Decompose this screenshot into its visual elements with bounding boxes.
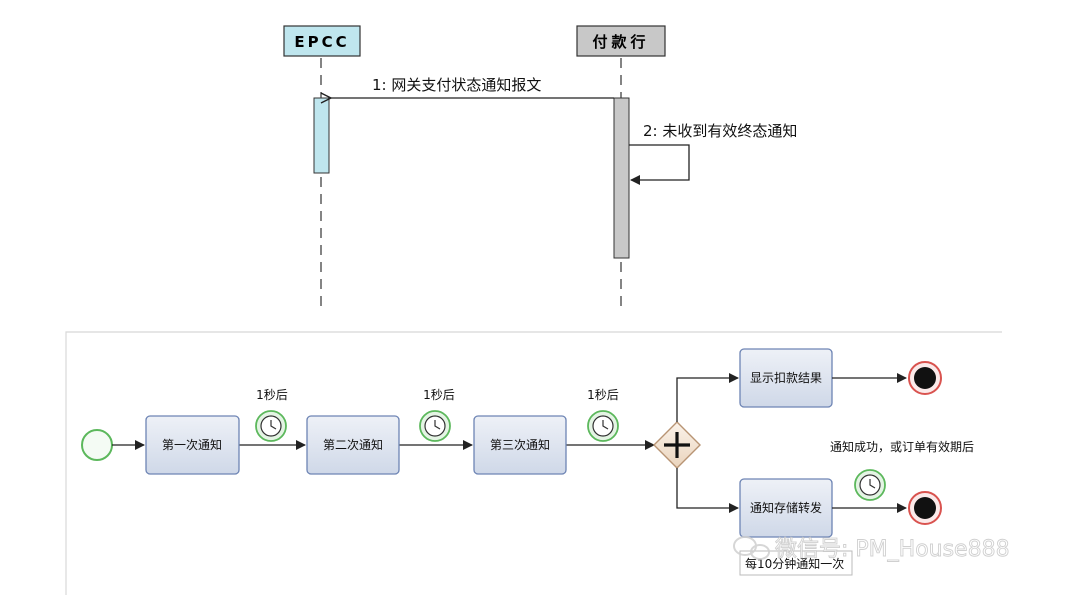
participant-epcc-label: EPCC xyxy=(294,33,349,51)
flow-gateway-to-result xyxy=(676,373,739,422)
timer-1: 1秒后 xyxy=(255,388,288,442)
epcc-activation-bar xyxy=(313,97,330,174)
task-store-forward: 通知存储转发 xyxy=(739,478,833,538)
flow-gateway-to-store xyxy=(676,468,739,513)
timer-3-label: 1秒后 xyxy=(587,388,619,402)
task-first-notify: 第一次通知 xyxy=(145,415,240,475)
task-second-notify-label: 第二次通知 xyxy=(323,438,383,452)
task-third-notify-label: 第三次通知 xyxy=(490,438,550,452)
plus-icon xyxy=(664,432,690,458)
task-store-forward-label: 通知存储转发 xyxy=(750,500,822,515)
parallel-gateway xyxy=(653,421,701,469)
wechat-icon xyxy=(733,536,770,560)
end-event-2 xyxy=(908,491,942,525)
timer-2-label: 1秒后 xyxy=(423,388,455,402)
participant-bank: 付款行 xyxy=(576,25,666,57)
task-second-notify: 第二次通知 xyxy=(306,415,400,475)
task-show-result: 显示扣款结果 xyxy=(739,348,833,408)
process-diagram: 第一次通知 第二次通知 第三次通知 1秒后 1秒后 1秒后 xyxy=(65,331,1010,595)
condition-label: 通知成功，或订单有效期后 xyxy=(830,439,974,454)
message-2-arrow xyxy=(629,144,690,185)
task-first-notify-label: 第一次通知 xyxy=(162,438,222,452)
note-label: 每10分钟通知一次 xyxy=(745,556,844,571)
process-frame xyxy=(65,331,1002,595)
participant-epcc: EPCC xyxy=(283,25,361,57)
sequence-diagram: EPCC 付款行 1: 网关支付状态通知报文 2: 未收到有效终态通知 xyxy=(283,25,797,310)
watermark: 微信号: PM_House888 xyxy=(733,536,1010,562)
task-show-result-label: 显示扣款结果 xyxy=(750,371,822,385)
timer-3: 1秒后 xyxy=(587,388,619,442)
timer-1-label: 1秒后 xyxy=(256,388,288,402)
participant-bank-label: 付款行 xyxy=(592,33,649,51)
note-annotation: 每10分钟通知一次 xyxy=(739,550,853,576)
message-2-label: 2: 未收到有效终态通知 xyxy=(643,122,797,140)
start-event xyxy=(81,429,113,461)
task-third-notify: 第三次通知 xyxy=(473,415,567,475)
timer-2: 1秒后 xyxy=(419,388,455,442)
timer-4 xyxy=(854,469,886,501)
bank-activation-bar xyxy=(613,97,630,259)
watermark-text: 微信号: PM_House888 xyxy=(775,537,1010,562)
end-event-1 xyxy=(908,361,942,395)
message-1-label: 1: 网关支付状态通知报文 xyxy=(372,76,541,94)
